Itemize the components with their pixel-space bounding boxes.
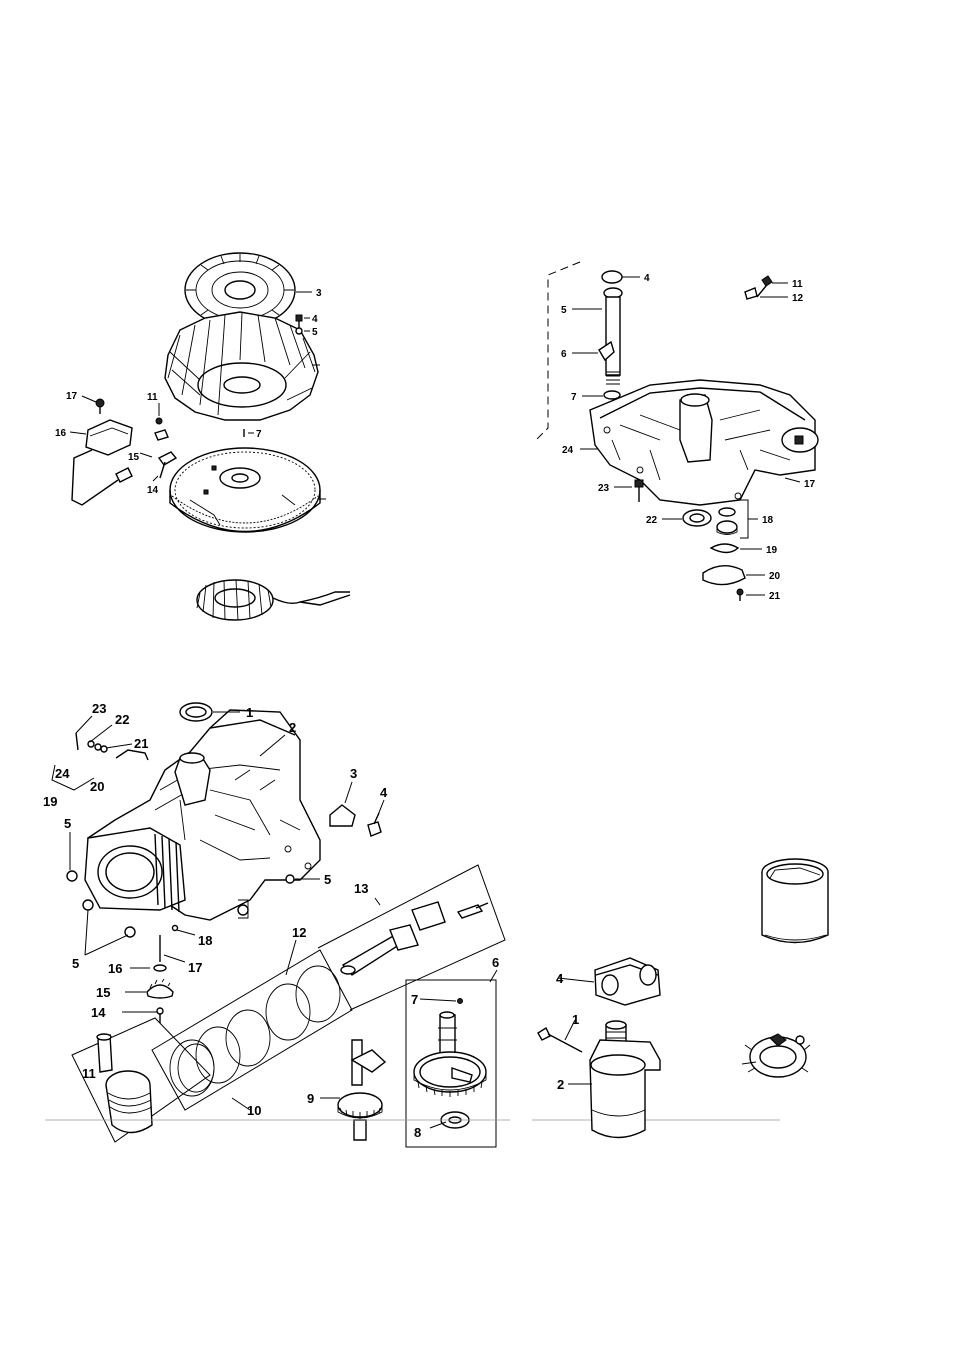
connecting-rod-part [341,902,488,975]
drum-part [762,859,828,943]
screw-part [296,315,302,334]
governor-gear-part [147,979,173,998]
piston-part [97,1034,152,1133]
governor-gear-part [717,508,737,535]
label-16: 16 [108,961,122,976]
label-18: 18 [198,933,212,948]
screw-part [737,589,743,601]
label-19: 19 [766,545,778,556]
label-15: 15 [96,985,110,1000]
label-4: 4 [644,273,650,284]
label-4: 4 [556,971,564,986]
oil-fill-tube-part [599,288,622,399]
label-15: 15 [128,452,140,463]
blower-housing-part [165,312,318,420]
cylinder-block-part [85,710,320,920]
label-6: 6 [492,955,499,970]
pinion-part [742,1034,810,1077]
label-5: 5 [64,816,71,831]
camshaft-part [414,999,486,1098]
oil-pump-cover-part [703,566,745,585]
bolt-part [635,480,643,502]
dowel-part [286,875,294,883]
flywheel-part [170,448,320,532]
label-22: 22 [115,712,129,727]
label-10: 10 [247,1103,261,1118]
label-1: 1 [572,1012,579,1027]
piston-rings-part [170,966,340,1096]
label-13: 13 [354,881,368,896]
screw-part [368,813,381,836]
governor-shaft-part [745,276,772,299]
label-14: 14 [147,485,159,496]
label-2: 2 [289,720,296,735]
crankcase-cover-assembly: 4 11 5 12 6 7 24 17 23 22 18 19 20 21 [536,262,818,602]
label-9: 9 [307,1091,314,1106]
washer-part [154,965,166,971]
label-24: 24 [55,766,70,781]
label-3: 3 [316,288,322,299]
label-21: 21 [769,591,781,602]
label-23: 23 [598,483,610,494]
label-5: 5 [561,305,567,316]
seal-part [180,703,212,721]
label-22: 22 [646,515,658,526]
dowel-part [83,900,93,910]
oil-pump-rotor-part [711,544,738,553]
label-4: 4 [312,314,318,325]
label-5: 5 [72,956,79,971]
label-5: 5 [324,872,331,887]
engine-block-assembly: 23 22 1 21 2 24 20 19 3 4 5 5 13 18 5 17… [43,701,505,1147]
bolt-part [538,1028,582,1052]
label-12: 12 [292,925,306,940]
ignition-module-part [72,399,132,505]
label-20: 20 [769,571,781,582]
label-6: 6 [561,349,567,360]
label-7: 7 [411,992,418,1007]
dowel-part [67,871,77,881]
oil-seal-ring-part [602,271,622,283]
label-3: 3 [350,766,357,781]
bracket-part [330,805,355,826]
starter-assembly: 4 1 2 [538,859,828,1138]
label-24: 24 [562,445,574,456]
label-11: 11 [82,1066,96,1081]
label-18: 18 [762,515,774,526]
label-17: 17 [66,391,78,402]
flywheel-assembly: 3 4 5 17 11 16 7 15 14 [55,253,350,620]
label-5: 5 [312,327,318,338]
label-4: 4 [380,785,388,800]
label-7: 7 [256,429,262,440]
label-19: 19 [43,794,57,809]
starter-drive-part [595,958,660,1005]
label-23: 23 [92,701,106,716]
label-1: 1 [246,705,253,720]
crankshaft-part [338,1040,385,1140]
label-17: 17 [804,479,816,490]
label-7: 7 [571,392,577,403]
label-14: 14 [91,1005,106,1020]
label-11: 11 [792,279,803,290]
label-20: 20 [90,779,104,794]
label-21: 21 [134,736,148,751]
stator-part [197,580,350,620]
label-2: 2 [557,1077,564,1092]
label-17: 17 [188,960,202,975]
closure-plate-part [590,380,818,505]
label-8: 8 [414,1125,421,1140]
piston-rings-frame [152,950,352,1110]
plug-part [173,926,178,931]
oil-seal-part [683,510,711,526]
label-11: 11 [147,392,158,403]
label-12: 12 [792,293,804,304]
label-16: 16 [55,428,67,439]
